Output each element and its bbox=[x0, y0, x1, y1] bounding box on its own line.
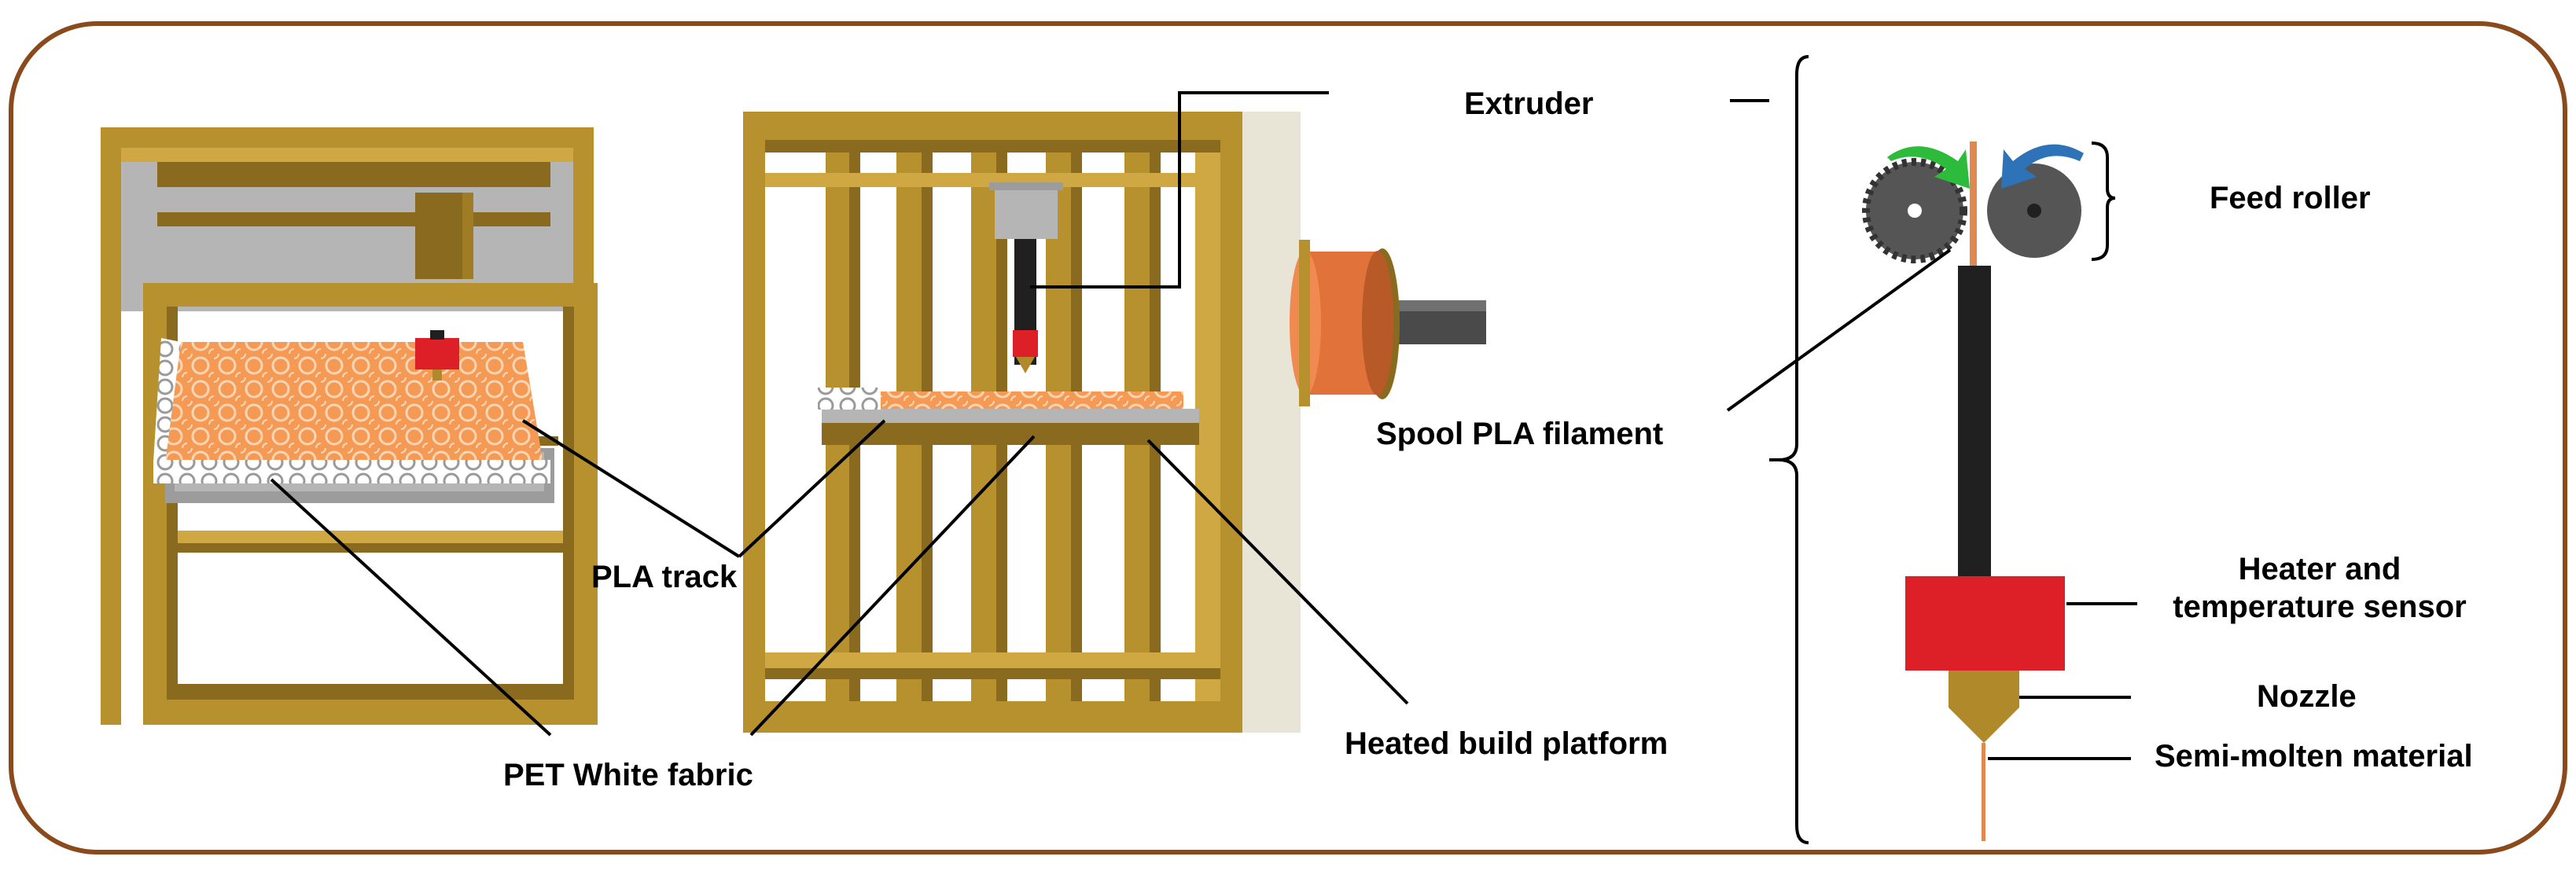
molten-strand bbox=[1982, 743, 1985, 841]
label-nozzle: Nozzle bbox=[2257, 679, 2357, 714]
label-pla-track: PLA track bbox=[591, 560, 738, 594]
printer-perspective-view bbox=[101, 127, 598, 725]
label-heater-line2: temperature sensor bbox=[2173, 590, 2467, 624]
label-extruder: Extruder bbox=[1464, 86, 1594, 121]
callout-lines bbox=[270, 55, 2137, 844]
rotation-arrow-blue bbox=[2001, 144, 2084, 189]
extruder-detail bbox=[1862, 141, 2084, 841]
filament-strand bbox=[1970, 141, 1977, 267]
heat-barrel bbox=[1958, 266, 1991, 576]
printer-side-view bbox=[743, 112, 1486, 733]
label-spool-pla-filament: Spool PLA filament bbox=[1376, 417, 1664, 451]
outer-border bbox=[9, 21, 2567, 854]
feed-roller-left-gear bbox=[1862, 158, 1967, 263]
label-heated-build-platform: Heated build platform bbox=[1345, 726, 1669, 761]
heater-block bbox=[1905, 576, 2065, 671]
label-feed-roller: Feed roller bbox=[2210, 181, 2371, 215]
nozzle-shape bbox=[1949, 671, 2019, 743]
label-heater-line1: Heater and bbox=[2238, 552, 2401, 586]
label-pet-white-fabric: PET White fabric bbox=[503, 758, 753, 792]
label-semi-molten-material: Semi-molten material bbox=[2155, 739, 2473, 774]
label-heater-and-sensor: Heater and temperature sensor bbox=[2155, 550, 2485, 626]
feed-roller-right-gear bbox=[1987, 164, 2081, 258]
rotation-arrow-green bbox=[1887, 146, 1970, 189]
